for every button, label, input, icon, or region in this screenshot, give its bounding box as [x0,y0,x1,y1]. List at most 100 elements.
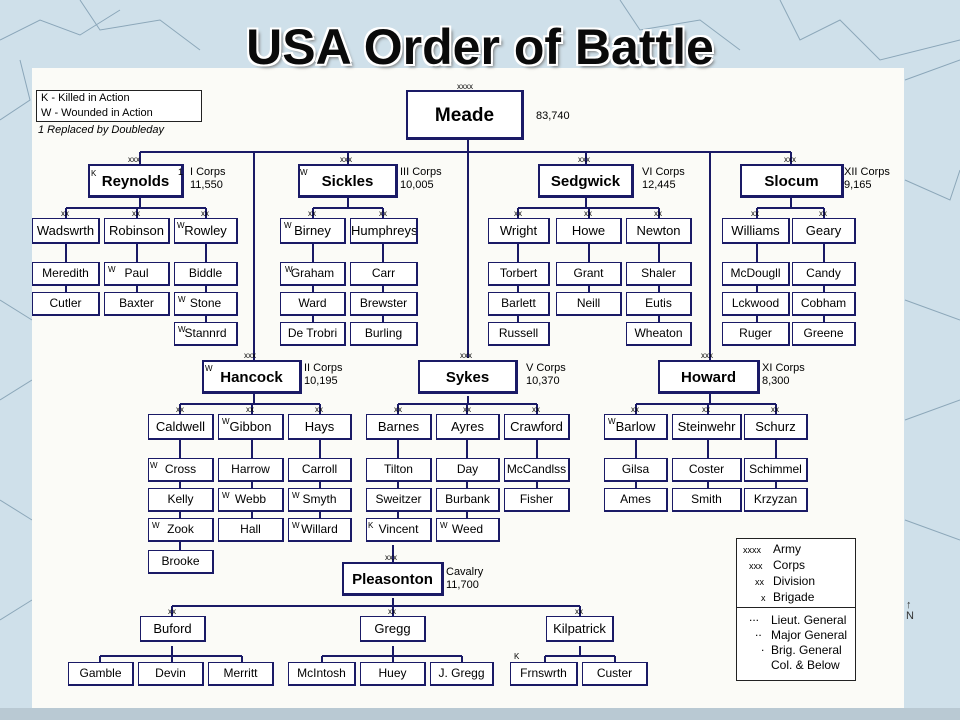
key-killed: K - Killed in Action [41,92,130,104]
brigade-box-22: Lckwood [722,292,790,316]
legend-maj-mark: .. [755,625,762,639]
division-box-12: Hays [288,414,352,440]
wounded-marker-5: W [285,265,293,274]
brigade-box-39: Vincent [366,518,432,542]
corps-strength-7: 11,700 [446,579,479,591]
brigade-box-12: Burling [350,322,418,346]
legend-division-mark: xx [755,577,764,587]
wounded-marker-9: W [292,491,300,500]
division-box-0: Wadswrth [32,218,100,244]
wounded-marker-12: W [440,521,448,530]
division-echelon-mark-15: xx [532,405,540,414]
army-commander-box: Meade [406,90,524,140]
corps-box-0: Reynolds [88,164,184,198]
brigade-box-11: Brewster [350,292,418,316]
legend-lt-mark: ... [749,610,760,624]
brigade-box-13: Torbert [488,262,550,286]
division-box-3: Birney [280,218,346,244]
brigade-box-52: Devin [138,662,204,686]
brigade-box-6: Stannrd [174,322,238,346]
division-echelon-mark-20: xx [388,607,396,616]
division-box-7: Newton [626,218,692,244]
legend-colonel: Col. & Below [771,658,840,672]
division-echelon-mark-14: xx [463,405,471,414]
division-box-19: Buford [140,616,206,642]
wounded-marker-1: W [284,221,292,230]
key-note: 1 Replaced by Doubleday [38,124,164,136]
brigade-box-25: Cobham [792,292,856,316]
corps-echelon-mark-0: xxx [128,155,140,164]
division-echelon-mark-2: xx [201,209,209,218]
corps-label-7: Cavalry [446,566,484,578]
division-echelon-mark-7: xx [654,209,662,218]
brigade-box-49: Schimmel [744,458,808,482]
brigade-box-58: Custer [582,662,648,686]
symbol-legend: xxxx Army xxx Corps xx Division x Brigad… [736,538,856,681]
killed-marker-vincent: K [368,521,374,530]
division-box-4: Humphreys [350,218,418,244]
killed-marker-farnsworth: K [514,652,520,661]
legend-corps-mark: xxx [749,561,763,571]
corps-strength-2: 12,445 [642,179,676,191]
division-echelon-mark-21: xx [575,607,583,616]
corps-label-3: XII Corps [844,166,890,178]
wounded-marker-11: W [292,521,300,530]
division-echelon-mark-8: xx [751,209,759,218]
brigade-box-15: Russell [488,322,550,346]
casualty-key: K - Killed in Action W - Wounded in Acti… [36,90,202,122]
wounded-marker-10: W [152,521,160,530]
brigade-box-57: Frnswrth [510,662,578,686]
corps-label-0: I Corps [190,166,226,178]
brigade-box-7: Graham [280,262,346,286]
brigade-box-33: Hall [218,518,284,542]
wounded-marker-4: W [178,325,186,334]
corps-label-5: V Corps [526,362,566,374]
corps-box-2: Sedgwick [538,164,634,198]
division-box-2: Rowley [174,218,238,244]
corps-label-4: II Corps [304,362,343,374]
army-echelon-mark: xxxx [457,82,473,91]
page-title: USA Order of Battle [246,19,714,75]
brigade-box-37: Tilton [366,458,432,482]
brigade-box-2: Paul [104,262,170,286]
division-echelon-mark-10: xx [176,405,184,414]
legend-brig-mark: . [761,640,765,654]
corps-box-1: Sickles [298,164,398,198]
corps-echelon-mark-6: xxx [701,351,713,360]
killed-marker-reynolds: K [91,169,97,178]
division-box-16: Barlow [604,414,668,440]
division-box-11: Gibbon [218,414,284,440]
corps-box-3: Slocum [740,164,844,198]
corps-box-7: Pleasonton [342,562,444,596]
brigade-box-44: Fisher [504,488,570,512]
corps-echelon-mark-1: xxx [340,155,352,164]
legend-corps: Corps [773,558,806,572]
legend-army: Army [773,542,801,556]
wounded-marker-13: W [608,417,616,426]
division-echelon-mark-13: xx [394,405,402,414]
corps-echelon-mark-7: xxx [385,553,397,562]
division-echelon-mark-12: xx [315,405,323,414]
corps-strength-3: 9,165 [844,179,872,191]
brigade-box-48: Smith [672,488,742,512]
division-box-10: Caldwell [148,414,214,440]
brigade-box-31: Harrow [218,458,284,482]
division-echelon-mark-16: xx [631,405,639,414]
brigade-box-0: Meredith [32,262,100,286]
wounded-marker-sickles: W [300,168,308,177]
corps-box-4: Hancock [202,360,302,394]
brigade-box-50: Krzyzan [744,488,808,512]
corps-label-6: XI Corps [762,362,805,374]
legend-brig-general: Brig. General [771,643,842,657]
brigade-box-10: Carr [350,262,418,286]
replacement-marker: 1 [178,167,184,177]
brigade-box-35: Smyth [288,488,352,512]
brigade-box-14: Barlett [488,292,550,316]
corps-echelon-mark-2: xxx [578,155,590,164]
wounded-marker-0: W [177,221,185,230]
brigade-box-47: Coster [672,458,742,482]
corps-echelon-mark-3: xxx [784,155,796,164]
brigade-box-16: Grant [556,262,622,286]
division-box-14: Ayres [436,414,500,440]
corps-strength-4: 10,195 [304,375,338,387]
